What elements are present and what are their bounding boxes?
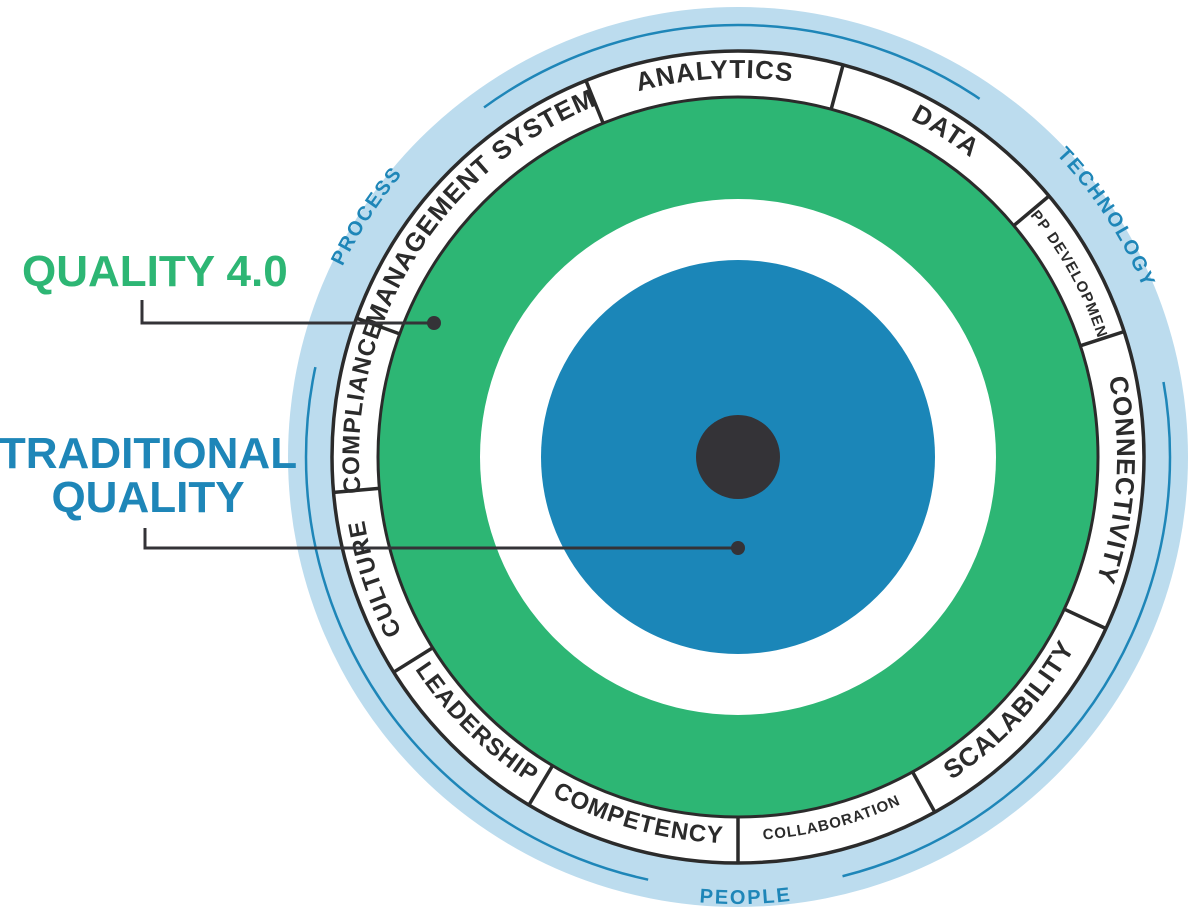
ring-divider — [1011, 194, 1051, 228]
ring-divider — [1078, 329, 1126, 348]
quality40-leader-dot — [427, 316, 441, 330]
core-circle — [696, 415, 780, 499]
traditional-leader-line — [143, 528, 738, 550]
traditional-label-line1: TRADITIONAL — [0, 429, 297, 478]
group-label-people: PEOPLE — [699, 884, 793, 909]
group-label-gap — [977, 96, 1167, 383]
ring-divider — [910, 770, 937, 814]
ring-divider — [1062, 607, 1108, 631]
ring-divider — [829, 63, 846, 111]
ring-divider — [583, 78, 606, 125]
ring-divider — [526, 763, 555, 807]
ring-dividers — [332, 63, 1126, 864]
traditional-leader-dot — [731, 541, 745, 555]
ring-divider — [354, 316, 402, 336]
quality40-callout: QUALITY 4.0 — [22, 247, 441, 330]
group-label-gap — [312, 105, 486, 368]
group-label-gap — [647, 873, 844, 892]
quality40-label: QUALITY 4.0 — [22, 247, 288, 296]
traditional-callout: TRADITIONAL QUALITY — [0, 429, 745, 555]
quality40-leader-line — [140, 300, 434, 325]
ring-divider — [332, 486, 381, 495]
traditional-label-line2: QUALITY — [51, 473, 244, 522]
ring-divider — [391, 645, 435, 675]
